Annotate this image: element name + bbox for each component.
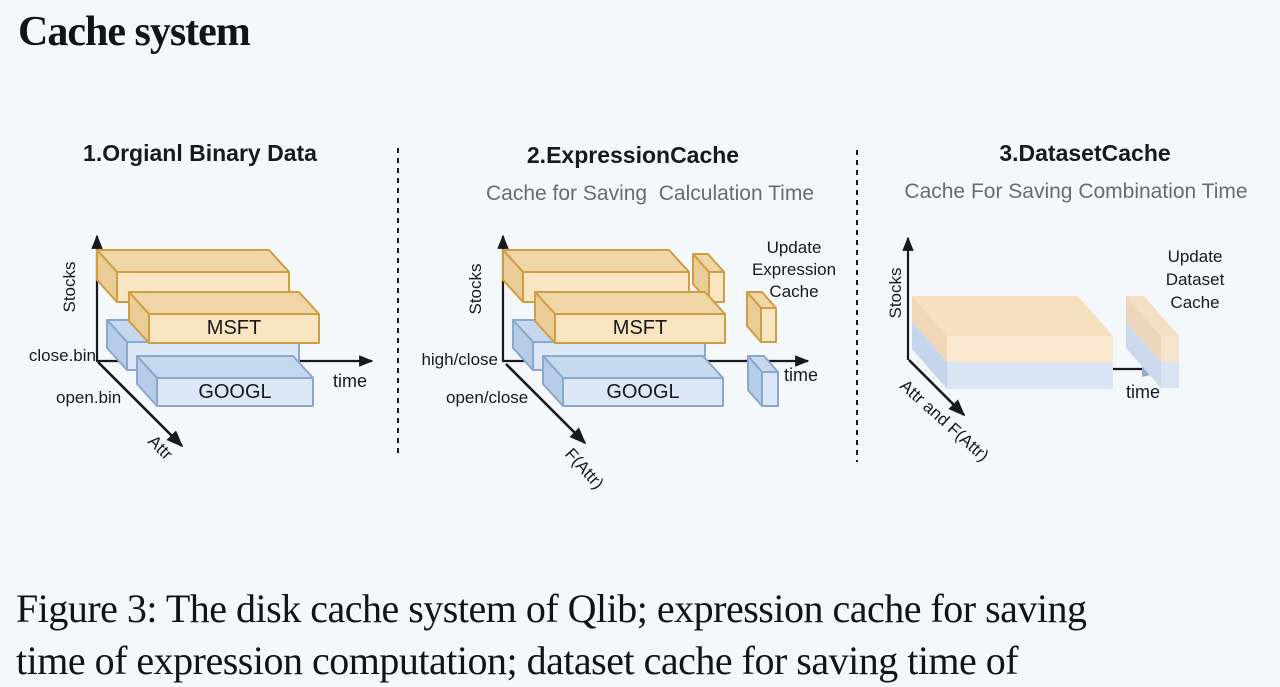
panel1-stocks-axis-label: Stocks (60, 261, 79, 313)
panel2-stocks-axis-label: Stocks (466, 263, 485, 315)
panel3-title: 3.DatasetCache (999, 140, 1171, 166)
panel3-update-annotation: Update Dataset Cache (1130, 245, 1260, 314)
panel1-googl-bar-label: GOOGL (198, 381, 272, 403)
attr-fattr-axis-panel3 (908, 359, 966, 417)
update-dataset-slice (1126, 296, 1179, 388)
panel2-update-line2: Expression (751, 260, 837, 279)
panel1-time-axis-label: time (333, 371, 368, 391)
panel1-close-bin-label: close.bin (28, 346, 96, 365)
googl-open-bar-panel2 (542, 355, 724, 407)
figure-caption-line1: Figure 3: The disk cache system of Qlib;… (16, 586, 1087, 631)
figure-page: Cache system 1.Orgianl Binary Data Stock… (16, 9, 1260, 683)
cache-diagram-canvas (91, 148, 1179, 462)
panel2-subtitle: Cache for Saving Calculation Time (486, 182, 814, 205)
panel2-time-axis-label: time (784, 365, 819, 385)
panel3-update-line1: Update (1167, 247, 1223, 266)
panel3-update-line3: Cache (1170, 293, 1220, 312)
panel2-update-line1: Update (766, 238, 822, 257)
attr-axis-panel1 (97, 361, 184, 448)
panel2-open-close-label: open/close (446, 388, 529, 407)
panel1-msft-bar-label: MSFT (206, 317, 262, 339)
panel3-update-line2: Dataset (1165, 270, 1225, 289)
msft-open-bar-panel2 (534, 291, 726, 344)
update-slice-blue-panel2 (747, 355, 779, 407)
axes-panel3 (902, 236, 966, 417)
panel3-stocks-axis-label: Stocks (886, 267, 905, 319)
update-slice-middle-panel2 (746, 291, 777, 343)
page-title: Cache system (18, 9, 251, 55)
figure-caption-line2: time of expression computation; dataset … (16, 638, 1019, 683)
panel3-time-axis-label: time (1126, 382, 1161, 402)
msft-open-bar-panel1 (128, 291, 320, 344)
panel1-open-bin-label: open.bin (56, 388, 122, 407)
dataset-slab (912, 296, 1113, 389)
panel2-update-annotation: Update Expression Cache (730, 237, 858, 303)
googl-open-bar-panel1 (136, 355, 314, 407)
panel2-update-line3: Cache (769, 282, 819, 301)
fattr-axis-panel2 (505, 363, 587, 445)
panel2-msft-bar-label: MSFT (612, 317, 668, 339)
panel1-title: 1.Orgianl Binary Data (83, 140, 317, 166)
panel2-googl-bar-label: GOOGL (606, 381, 680, 403)
panel3-subtitle: Cache For Saving Combination Time (904, 180, 1248, 203)
panel2-title: 2.ExpressionCache (526, 142, 740, 168)
figure-caption: Figure 3: The disk cache system of Qlib;… (16, 583, 1087, 687)
panel2-high-close-label: high/close (421, 350, 498, 369)
